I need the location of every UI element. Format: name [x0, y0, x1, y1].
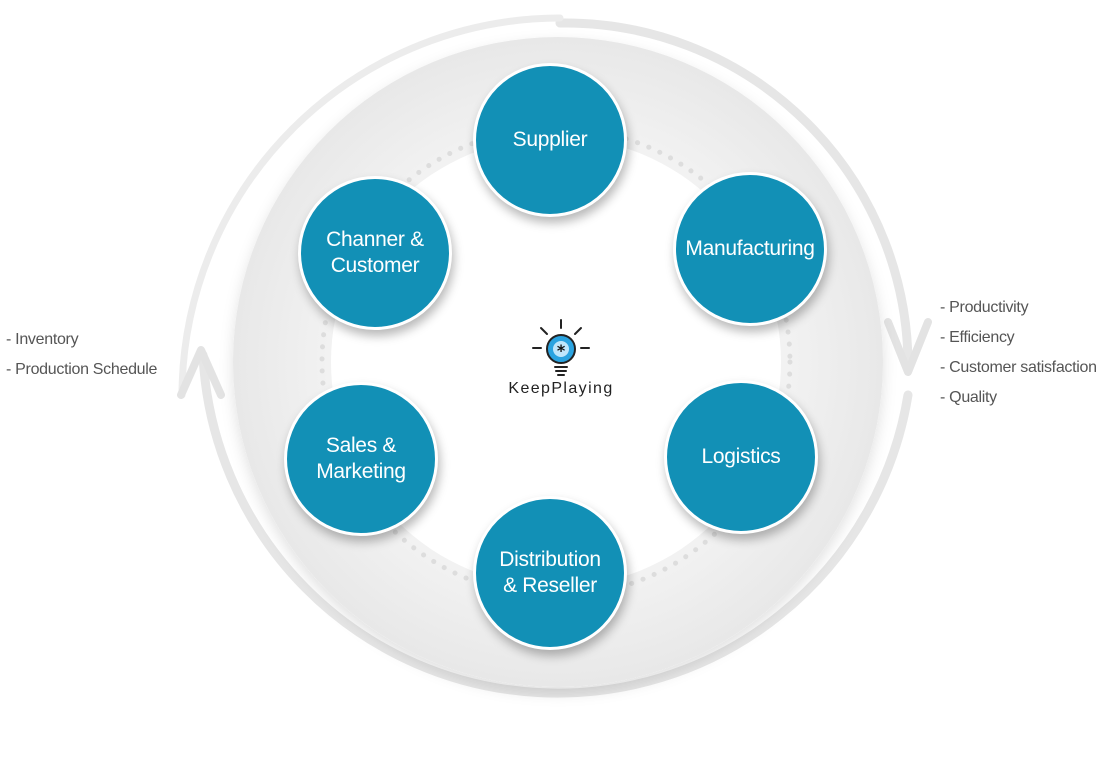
left-notes: - Inventory - Production Schedule [6, 325, 157, 385]
node-manufacturing-label: Manufacturing [685, 237, 815, 260]
left-note-item: - Production Schedule [6, 361, 158, 378]
node-channel-label-line1: Channer & [326, 228, 424, 251]
node-sales-label-line1: Sales & [325, 434, 397, 457]
left-note-item: - Inventory [6, 331, 79, 348]
lightbulb-icon: * [532, 319, 590, 376]
right-notes: - Productivity - Efficiency - Customer sat… [940, 293, 1097, 413]
up-arrow-icon [177, 346, 225, 399]
node-distribution-label-line1: Distribution [499, 548, 601, 571]
node-sales-marketing[interactable]: Sales & Marketing [284, 382, 438, 536]
node-distribution[interactable]: Distribution & Reseller [473, 496, 627, 650]
right-note-item: - Customer satisfaction [940, 359, 1097, 376]
node-supplier-label: Supplier [512, 128, 588, 151]
brand-name: KeepPlaying [508, 380, 614, 397]
right-note-item: - Efficiency [940, 329, 1015, 346]
node-manufacturing[interactable]: Manufacturing [673, 172, 827, 326]
node-channel-label-line2: Customer [330, 254, 420, 277]
brand-logo: * KeepPlaying [490, 318, 632, 398]
right-note-item: - Productivity [940, 299, 1029, 316]
node-sales-label-line2: Marketing [316, 460, 406, 483]
outer-arc-lower [198, 350, 913, 698]
right-note-item: - Quality [940, 389, 997, 406]
outer-arc-left-top [178, 14, 564, 399]
node-logistics-label: Logistics [701, 445, 781, 468]
outer-arc-right [555, 18, 913, 375]
node-logistics[interactable]: Logistics [664, 380, 818, 534]
down-arrow-icon [884, 318, 932, 376]
node-distribution-label-line2: & Reseller [503, 574, 597, 597]
node-supplier[interactable]: Supplier [473, 63, 627, 217]
node-channel-customer[interactable]: Channer & Customer [298, 176, 452, 330]
svg-text:*: * [557, 341, 566, 360]
